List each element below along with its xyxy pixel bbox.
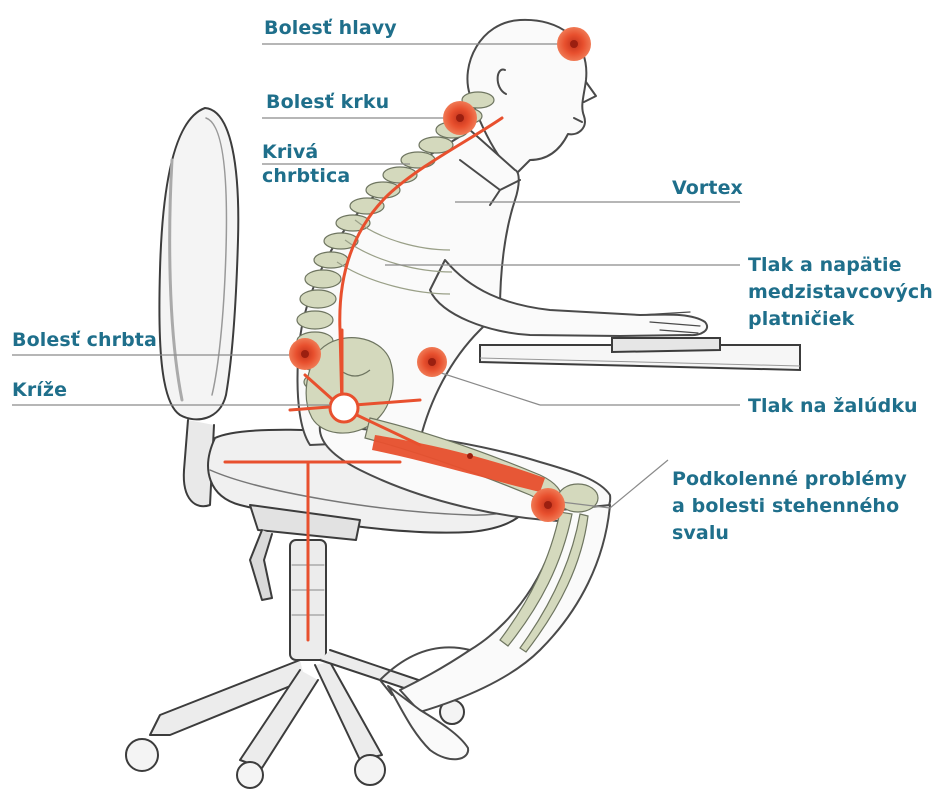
label-neck-pain: Bolesť krku (266, 90, 389, 114)
label-knee-problems: Podkolenné problémy a bolesti stehenného… (672, 466, 907, 547)
desk (480, 338, 800, 370)
marker-knee (531, 488, 565, 522)
leader-stomach (432, 370, 540, 405)
hip-joint-ring (330, 394, 358, 422)
marker-thigh-dot (467, 453, 473, 459)
leader-knee-2 (610, 460, 668, 508)
marker-neck (443, 101, 477, 135)
keyboard (612, 338, 720, 352)
label-back-pain: Bolesť chrbta (12, 328, 157, 352)
chair-caster (126, 739, 158, 771)
chair-lever (250, 530, 272, 600)
marker-stomach (417, 347, 447, 377)
label-disc-pressure: Tlak a napätie medzistavcových platničie… (748, 252, 933, 333)
label-headache: Bolesť hlavy (264, 16, 397, 40)
label-curved-spine: Krivá chrbtica (262, 140, 350, 188)
label-vortex: Vortex (672, 176, 743, 200)
marker-headache (557, 27, 591, 61)
marker-back (289, 338, 321, 370)
label-lower-back: Kríže (12, 378, 67, 402)
chair-caster (237, 762, 263, 788)
label-stomach-pressure: Tlak na žalúdku (748, 394, 918, 418)
chair-caster (355, 755, 385, 785)
